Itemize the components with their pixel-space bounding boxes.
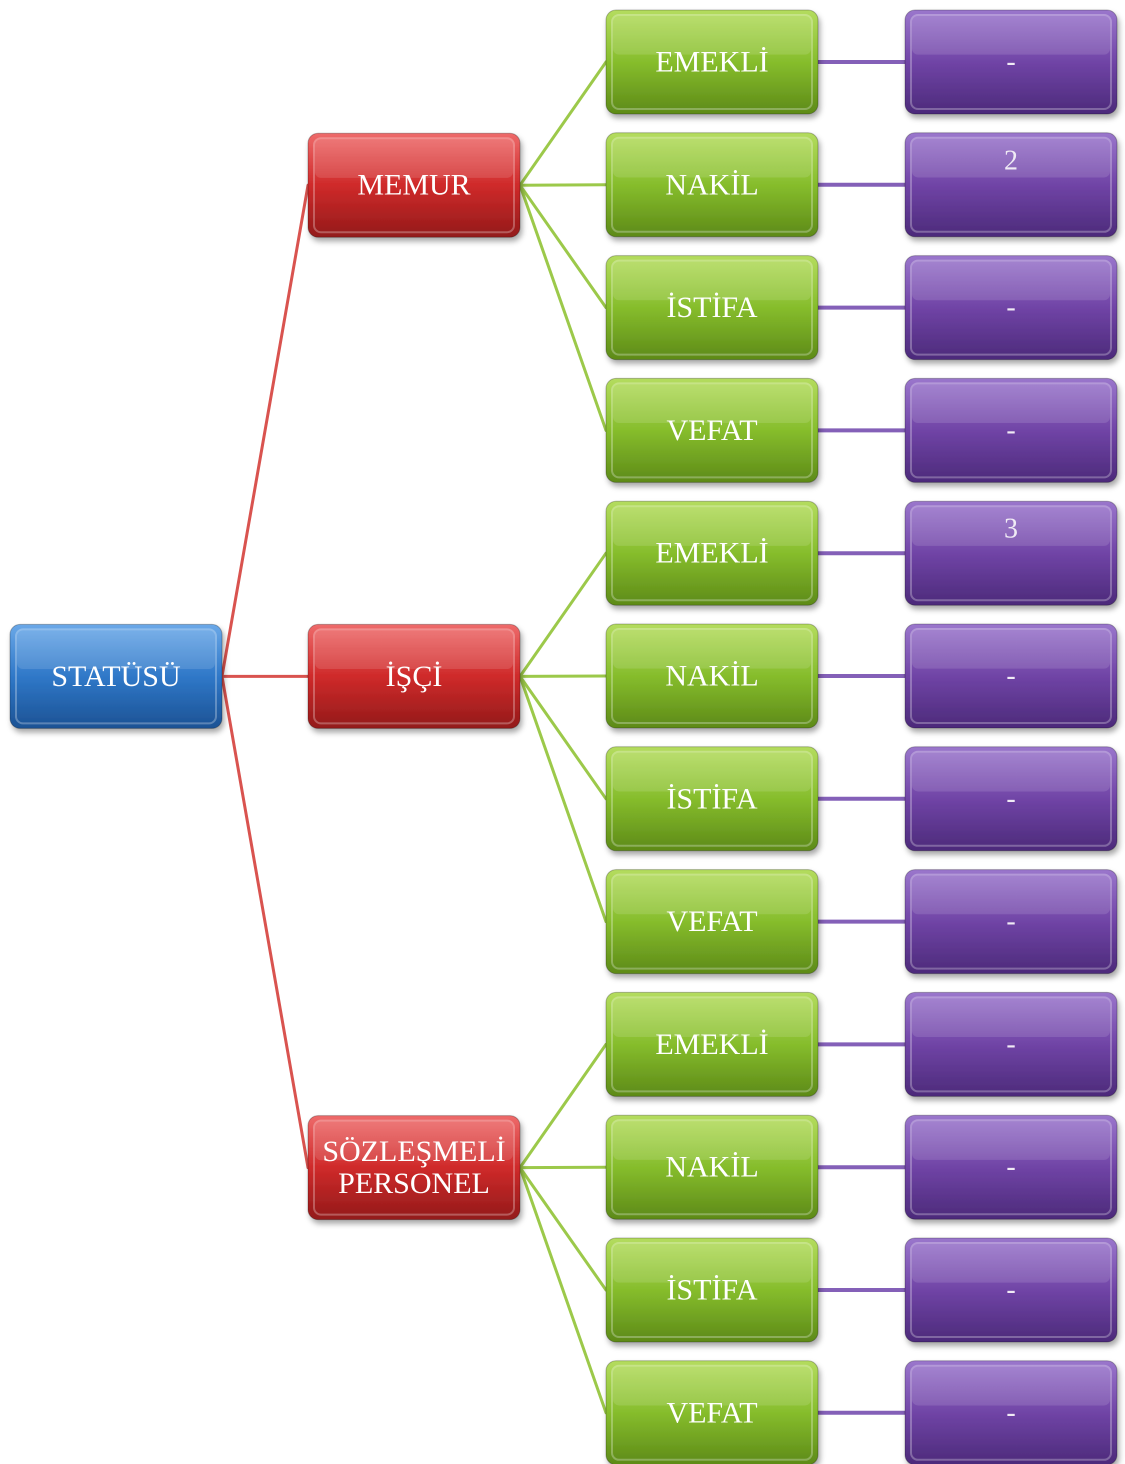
connector-group-child (518, 1166, 608, 1415)
connector-root-group (220, 183, 310, 678)
connector-root-group (220, 674, 310, 1170)
child-node: NAKİL (605, 1114, 819, 1220)
child-node: EMEKLİ (605, 991, 819, 1097)
value-label: - (1006, 47, 1015, 78)
child-node: NAKİL (605, 132, 819, 238)
value-node: - (904, 1360, 1118, 1464)
connector-group-child (518, 183, 608, 432)
connector-group-child (518, 674, 608, 924)
group-label: MEMUR (357, 169, 470, 202)
connector-group-child (518, 674, 608, 801)
child-label: VEFAT (666, 414, 757, 447)
child-node: İSTİFA (605, 746, 819, 852)
value-node: 2 (904, 132, 1118, 238)
child-label: NAKİL (665, 660, 758, 693)
group-label: PERSONEL (338, 1167, 490, 1200)
root-label: STATÜSÜ (51, 660, 181, 693)
connector-group-child (518, 183, 608, 310)
child-label: İSTİFA (666, 782, 757, 815)
value-label: - (1006, 415, 1015, 446)
group-label: İŞÇİ (386, 660, 443, 693)
value-label: - (1006, 1275, 1015, 1306)
value-node: - (904, 869, 1118, 975)
connector-group-child (518, 1042, 608, 1170)
group-label: SÖZLEŞMELİ (322, 1135, 505, 1168)
value-node: - (904, 746, 1118, 852)
value-node: - (904, 9, 1118, 115)
child-node: İSTİFA (605, 255, 819, 361)
connector-group-child (518, 551, 608, 678)
value-node: 3 (904, 500, 1118, 606)
child-label: VEFAT (666, 1396, 757, 1429)
child-label: İSTİFA (666, 1274, 757, 1307)
child-node: VEFAT (605, 1360, 819, 1464)
connector-group-child (518, 60, 608, 187)
value-node: - (904, 623, 1118, 729)
child-node: NAKİL (605, 623, 819, 729)
value-label: - (1006, 1397, 1015, 1428)
value-label: - (1006, 906, 1015, 937)
child-node: VEFAT (605, 377, 819, 483)
child-label: NAKİL (665, 1151, 758, 1184)
child-node: EMEKLİ (605, 500, 819, 606)
value-label: - (1006, 1029, 1015, 1060)
value-node: - (904, 1237, 1118, 1343)
group-node: MEMUR (307, 132, 521, 238)
value-node: - (904, 255, 1118, 361)
child-node: İSTİFA (605, 1237, 819, 1343)
value-node: - (904, 377, 1118, 483)
child-label: EMEKLİ (655, 46, 768, 79)
child-label: NAKİL (665, 168, 758, 201)
value-label: - (1006, 1152, 1015, 1183)
connector-lines (220, 60, 907, 1415)
value-label: - (1006, 783, 1015, 814)
connector-group-child (518, 1166, 608, 1292)
value-node: - (904, 1114, 1118, 1220)
child-label: EMEKLİ (655, 1028, 768, 1061)
child-label: İSTİFA (666, 291, 757, 324)
child-label: VEFAT (666, 905, 757, 938)
group-node: İŞÇİ (307, 623, 521, 729)
child-label: EMEKLİ (655, 537, 768, 570)
value-label: - (1006, 292, 1015, 323)
value-node: - (904, 991, 1118, 1097)
value-label: 3 (1004, 514, 1018, 545)
child-node: VEFAT (605, 869, 819, 975)
child-node: EMEKLİ (605, 9, 819, 115)
value-label: - (1006, 661, 1015, 692)
value-label: 2 (1004, 145, 1018, 176)
root-node: STATÜSÜ (9, 623, 223, 729)
